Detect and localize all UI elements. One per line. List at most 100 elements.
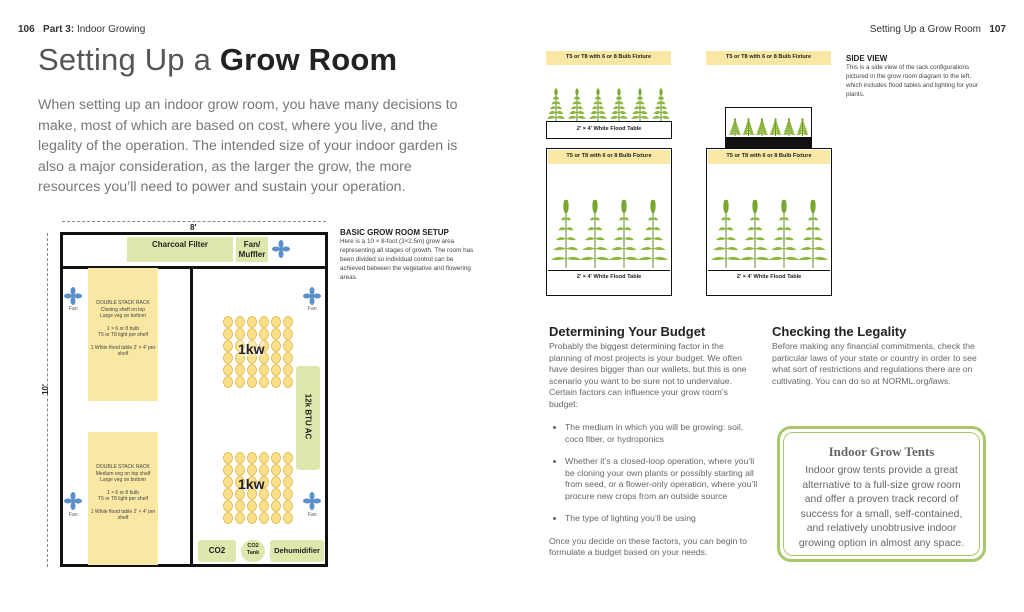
bulb-icon (235, 452, 245, 464)
side-view-text: This is a side view of the rack configur… (846, 64, 978, 98)
bulb-icon (223, 512, 233, 524)
clone-plants-row (729, 118, 809, 136)
bulb-icon (223, 452, 233, 464)
height-dimension-label: 10' (40, 384, 50, 395)
caption-text: Here is a 10 × 8-foot (3×2.5m) grow area… (340, 238, 474, 281)
light-label-1: 1kw (238, 341, 265, 357)
bulb-icon (235, 364, 245, 376)
cannabis-plant-icon (769, 118, 782, 136)
budget-para1: Probably the biggest determining factor … (549, 341, 747, 409)
bulb-icon (271, 512, 281, 524)
fan-label: Fan (308, 306, 317, 312)
bulb-icon (235, 376, 245, 388)
budget-heading: Determining Your Budget (549, 324, 706, 339)
bulb-icon (223, 352, 233, 364)
page-title: Setting Up a Grow Room (38, 42, 397, 78)
rack1-line2: Large veg on bottom (100, 313, 146, 319)
fixture-label-top-left: T5 or T8 with 6 or 8 Bulb Fixture (546, 51, 671, 65)
flood-table-top-left: 2' × 4' White Flood Table (546, 121, 672, 139)
cannabis-plant-icon (547, 88, 565, 122)
bulb-icon (247, 316, 257, 328)
co2-unit: CO2 (198, 540, 236, 562)
bulb-icon (235, 328, 245, 340)
rack2-line1: Medium veg on top shelf (95, 470, 151, 477)
bulb-icon (247, 488, 257, 500)
bulb-icon (271, 500, 281, 512)
cannabis-plant-icon (729, 118, 741, 136)
bulb-icon (259, 500, 269, 512)
cannabis-plant-icon (769, 200, 799, 268)
cannabis-plant-icon (740, 200, 770, 268)
bulb-icon (271, 476, 281, 488)
bulb-icon (235, 512, 245, 524)
bulb-icon (283, 352, 293, 364)
cannabis-plant-icon (551, 200, 581, 268)
bulb-icon (235, 488, 245, 500)
bulb-icon (283, 340, 293, 352)
sidebar-inner-border (783, 432, 980, 556)
right-section-label: Setting Up a Grow Room (869, 24, 981, 35)
rack2-line4: T5 or T8 light per shelf (98, 496, 148, 502)
cannabis-plant-icon (589, 88, 607, 122)
rack1-title: DOUBLE STACK RACK (96, 300, 150, 306)
bulb-icon (259, 476, 269, 488)
fan-icon (303, 287, 321, 305)
grow-room-floorplan (60, 232, 328, 567)
cannabis-plant-icon (711, 200, 741, 268)
width-dimension-line (62, 221, 326, 222)
bulb-icon (283, 452, 293, 464)
cannabis-plant-icon (609, 200, 639, 268)
fan-icon (64, 492, 82, 510)
bulb-icon (283, 488, 293, 500)
vegetative-plants-row (547, 88, 670, 122)
bulb-icon (283, 464, 293, 476)
bulb-icon (235, 352, 245, 364)
bulb-icon (259, 488, 269, 500)
cannabis-plant-icon (638, 200, 668, 268)
budget-bullets: The medium in which you will be growing:… (549, 422, 759, 525)
bulb-icon (223, 488, 233, 500)
bulb-icon (271, 352, 281, 364)
cannabis-plant-icon (783, 118, 795, 136)
section-label: Indoor Growing (76, 24, 146, 35)
cannabis-plant-icon (796, 118, 809, 136)
part-label: Part 3: (43, 24, 75, 35)
bulb-icon (259, 452, 269, 464)
fan-label: Fan (308, 512, 317, 518)
bulb-icon (235, 500, 245, 512)
bulb-icon (223, 376, 233, 388)
grow-tents-sidebar: Indoor Grow Tents Indoor grow tents prov… (777, 426, 986, 562)
height-dimension-line (47, 233, 48, 567)
bulb-icon (283, 364, 293, 376)
sidebar-title: Indoor Grow Tents (828, 444, 935, 459)
bulb-icon (259, 316, 269, 328)
double-stack-rack-1: DOUBLE STACK RACK Cloning shelf on top L… (88, 268, 158, 401)
cannabis-plant-icon (652, 88, 670, 122)
budget-bullet-3: The type of lighting you’ll be using (565, 513, 759, 525)
flood-table-bottom-left: 2' × 4' White Flood Table (548, 270, 670, 286)
sidebar-text: Indoor grow tents provide a great altern… (798, 465, 965, 549)
fan-label: Fan (69, 512, 78, 518)
left-running-header: 106 Part 3: Indoor Growing (18, 24, 145, 35)
room-center-divider (190, 266, 193, 567)
bulb-icon (259, 376, 269, 388)
cannabis-plant-icon (631, 88, 649, 122)
fan-label: Fan (69, 306, 78, 312)
bulb-icon (223, 340, 233, 352)
rack2-line2: Large veg on bottom (100, 477, 146, 483)
cannabis-plant-icon (798, 200, 828, 268)
charcoal-filter: Charcoal Filter (127, 237, 233, 262)
bulb-icon (247, 364, 257, 376)
rack1-line1: Cloning shelf on top (100, 306, 146, 313)
left-page-number: 106 (18, 24, 35, 35)
legality-body: Before making any financial commitments,… (772, 341, 977, 386)
cannabis-plant-icon (742, 118, 755, 136)
bulb-icon (247, 464, 257, 476)
clone-table (725, 137, 812, 148)
bulb-icon (247, 340, 257, 352)
bulb-icon (247, 352, 257, 364)
bulb-grid-2 (223, 452, 293, 524)
room-top-divider (60, 266, 328, 269)
bulb-icon (247, 376, 257, 388)
bulb-icon (247, 452, 257, 464)
